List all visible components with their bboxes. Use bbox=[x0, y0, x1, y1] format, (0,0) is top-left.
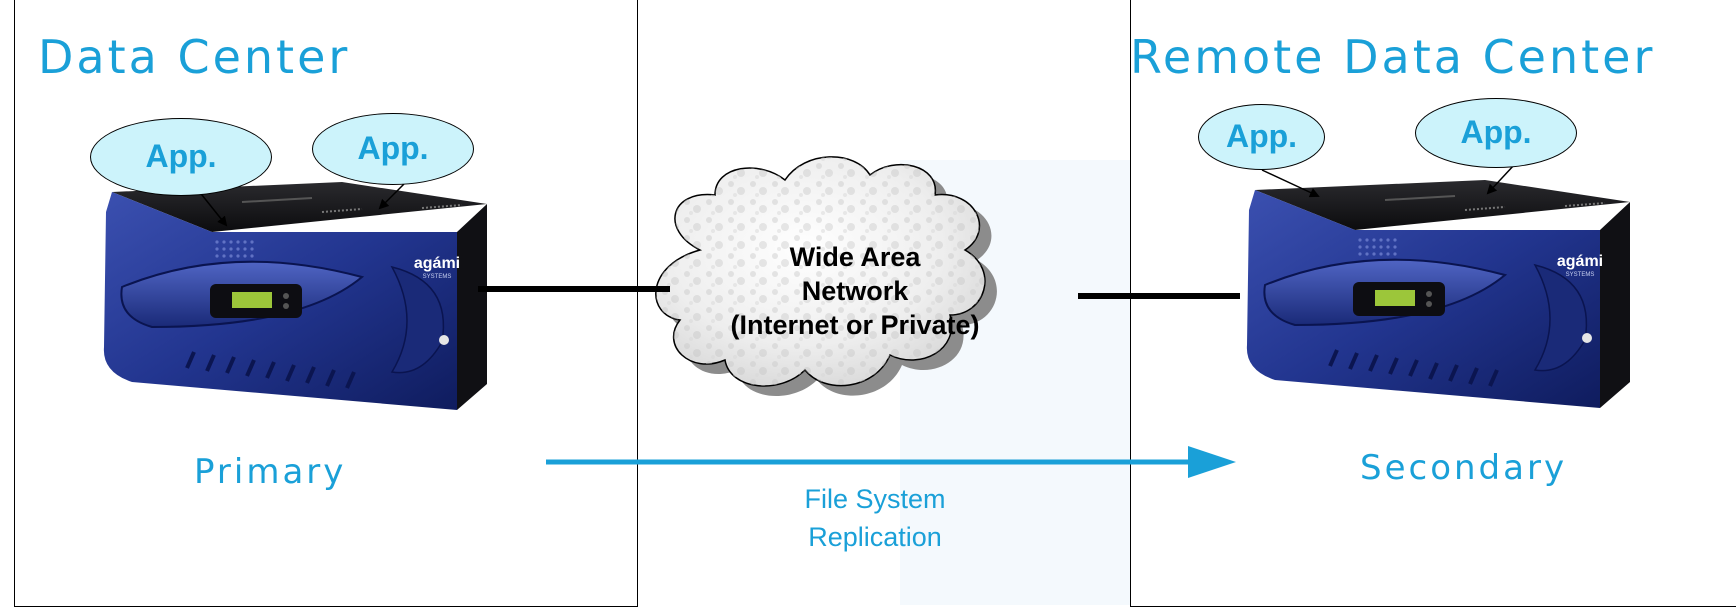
server-brand: agámi bbox=[1557, 253, 1603, 270]
app-bubble: App. bbox=[1198, 104, 1325, 170]
primary-label: Primary bbox=[194, 452, 347, 492]
server-brand-sub: SYSTEMS bbox=[423, 274, 452, 280]
app-pointer-arrow bbox=[1261, 169, 1320, 198]
server-brand-sub: SYSTEMS bbox=[1566, 272, 1595, 278]
data-center-title: Data Center bbox=[38, 30, 351, 84]
app-label: App. bbox=[145, 137, 217, 174]
replication-label-line: File System bbox=[804, 484, 946, 514]
wan-label-line: Network bbox=[801, 276, 909, 306]
primary-server-icon: agámi SYSTEMS bbox=[101, 180, 489, 412]
app-label: App. bbox=[357, 129, 429, 166]
app-pointer-arrow bbox=[378, 182, 406, 210]
wan-cloud-label: Wide Area Network (Internet or Private) bbox=[690, 240, 1020, 342]
replication-arrow-head-icon bbox=[1188, 446, 1236, 478]
server-brand: agámi bbox=[414, 255, 460, 272]
app-bubble: App. bbox=[1415, 98, 1577, 168]
app-pointer-arrow bbox=[1486, 163, 1516, 195]
app-label: App. bbox=[1225, 117, 1298, 154]
replication-label: File System Replication bbox=[760, 480, 990, 556]
wan-label-line: (Internet or Private) bbox=[730, 310, 980, 340]
app-bubble: App. bbox=[312, 113, 474, 185]
wan-label-line: Wide Area bbox=[789, 242, 921, 272]
app-label: App. bbox=[1460, 113, 1532, 150]
replication-label-line: Replication bbox=[808, 522, 942, 552]
secondary-server-icon: agámi SYSTEMS bbox=[1244, 178, 1632, 410]
cloud-texture bbox=[655, 156, 985, 387]
secondary-label: Secondary bbox=[1360, 448, 1568, 488]
app-bubble: App. bbox=[90, 118, 272, 196]
remote-data-center-title: Remote Data Center bbox=[1130, 30, 1656, 84]
